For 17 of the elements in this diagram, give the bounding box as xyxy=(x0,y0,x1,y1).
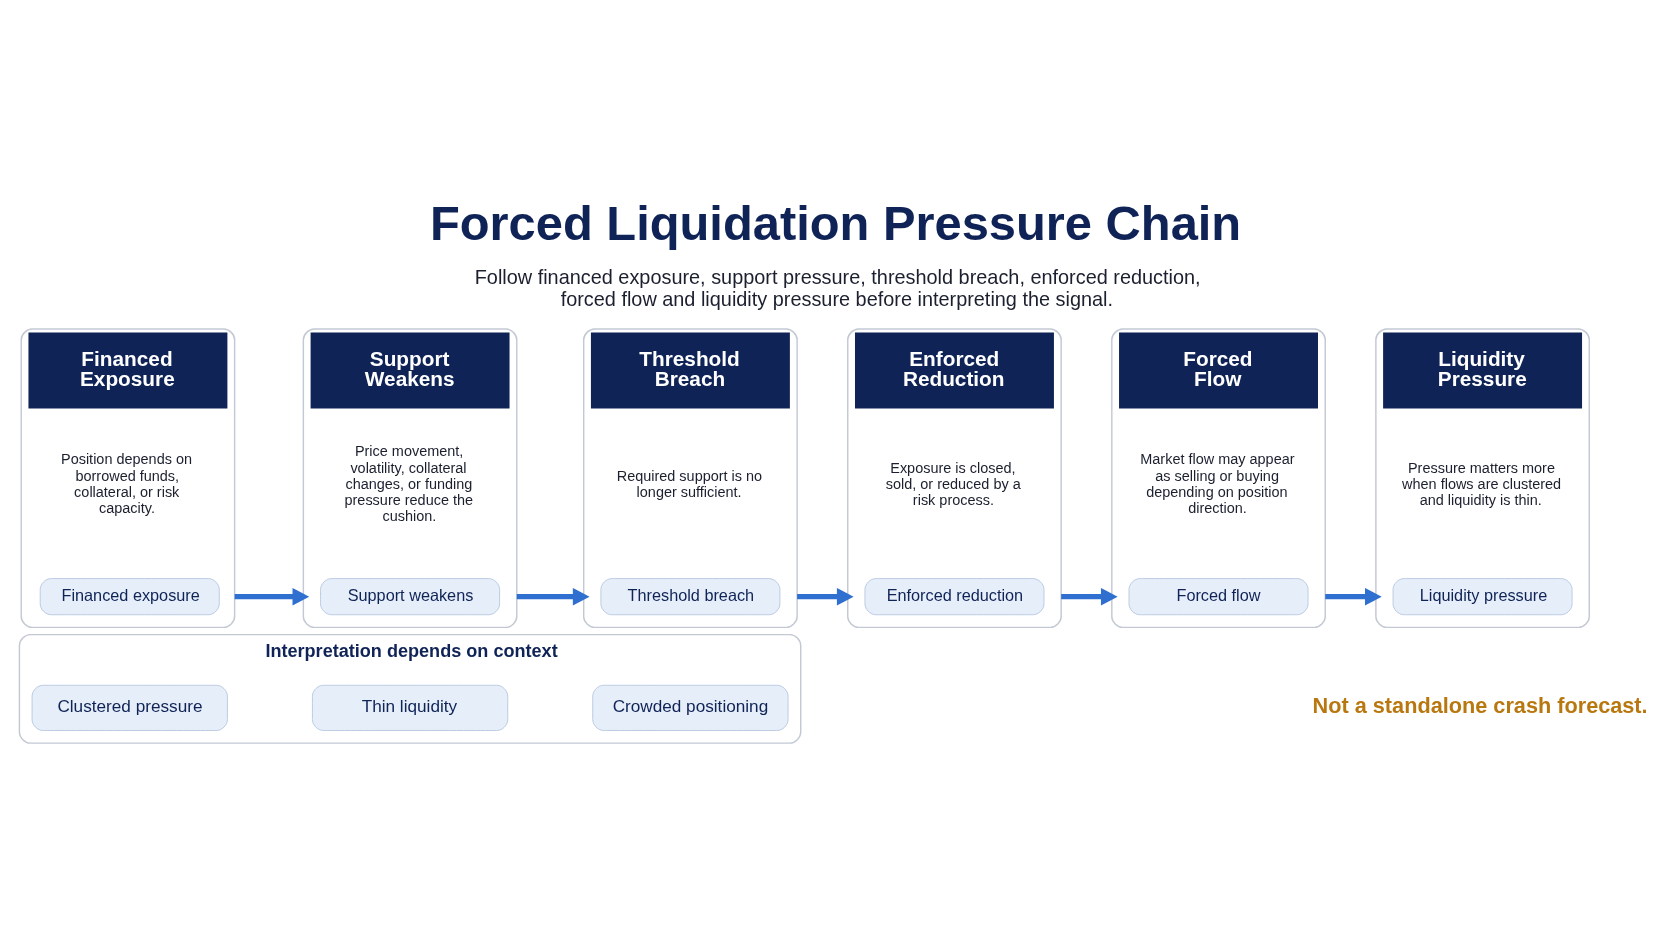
arrow xyxy=(234,587,310,606)
node-box: Thin liquidity xyxy=(311,684,509,731)
node-box: Liquidity pressure xyxy=(1392,578,1573,616)
diagram-title: Forced Liquidation Pressure Chain xyxy=(429,196,1242,251)
caption: Follow financed exposure, support pressure, threshold breach, enforced reduction, forced flow and liquidity pressure before interpreting the signal. xyxy=(474,265,1201,310)
arrow xyxy=(516,587,590,606)
arrow xyxy=(1061,587,1118,606)
node-box: Financed exposure xyxy=(39,578,220,616)
node-box: Clustered pressure xyxy=(31,684,228,731)
node-box: Forced flow xyxy=(1128,578,1309,616)
arrow xyxy=(797,587,854,606)
arrow xyxy=(1325,587,1382,606)
node-box: Crowded positioning xyxy=(592,684,789,731)
node-box: Support weakens xyxy=(320,578,501,616)
node-box: Threshold breach xyxy=(600,578,781,616)
node-box: Enforced reduction xyxy=(864,578,1045,616)
label: Not a standalone crash forecast. xyxy=(1312,692,1648,718)
